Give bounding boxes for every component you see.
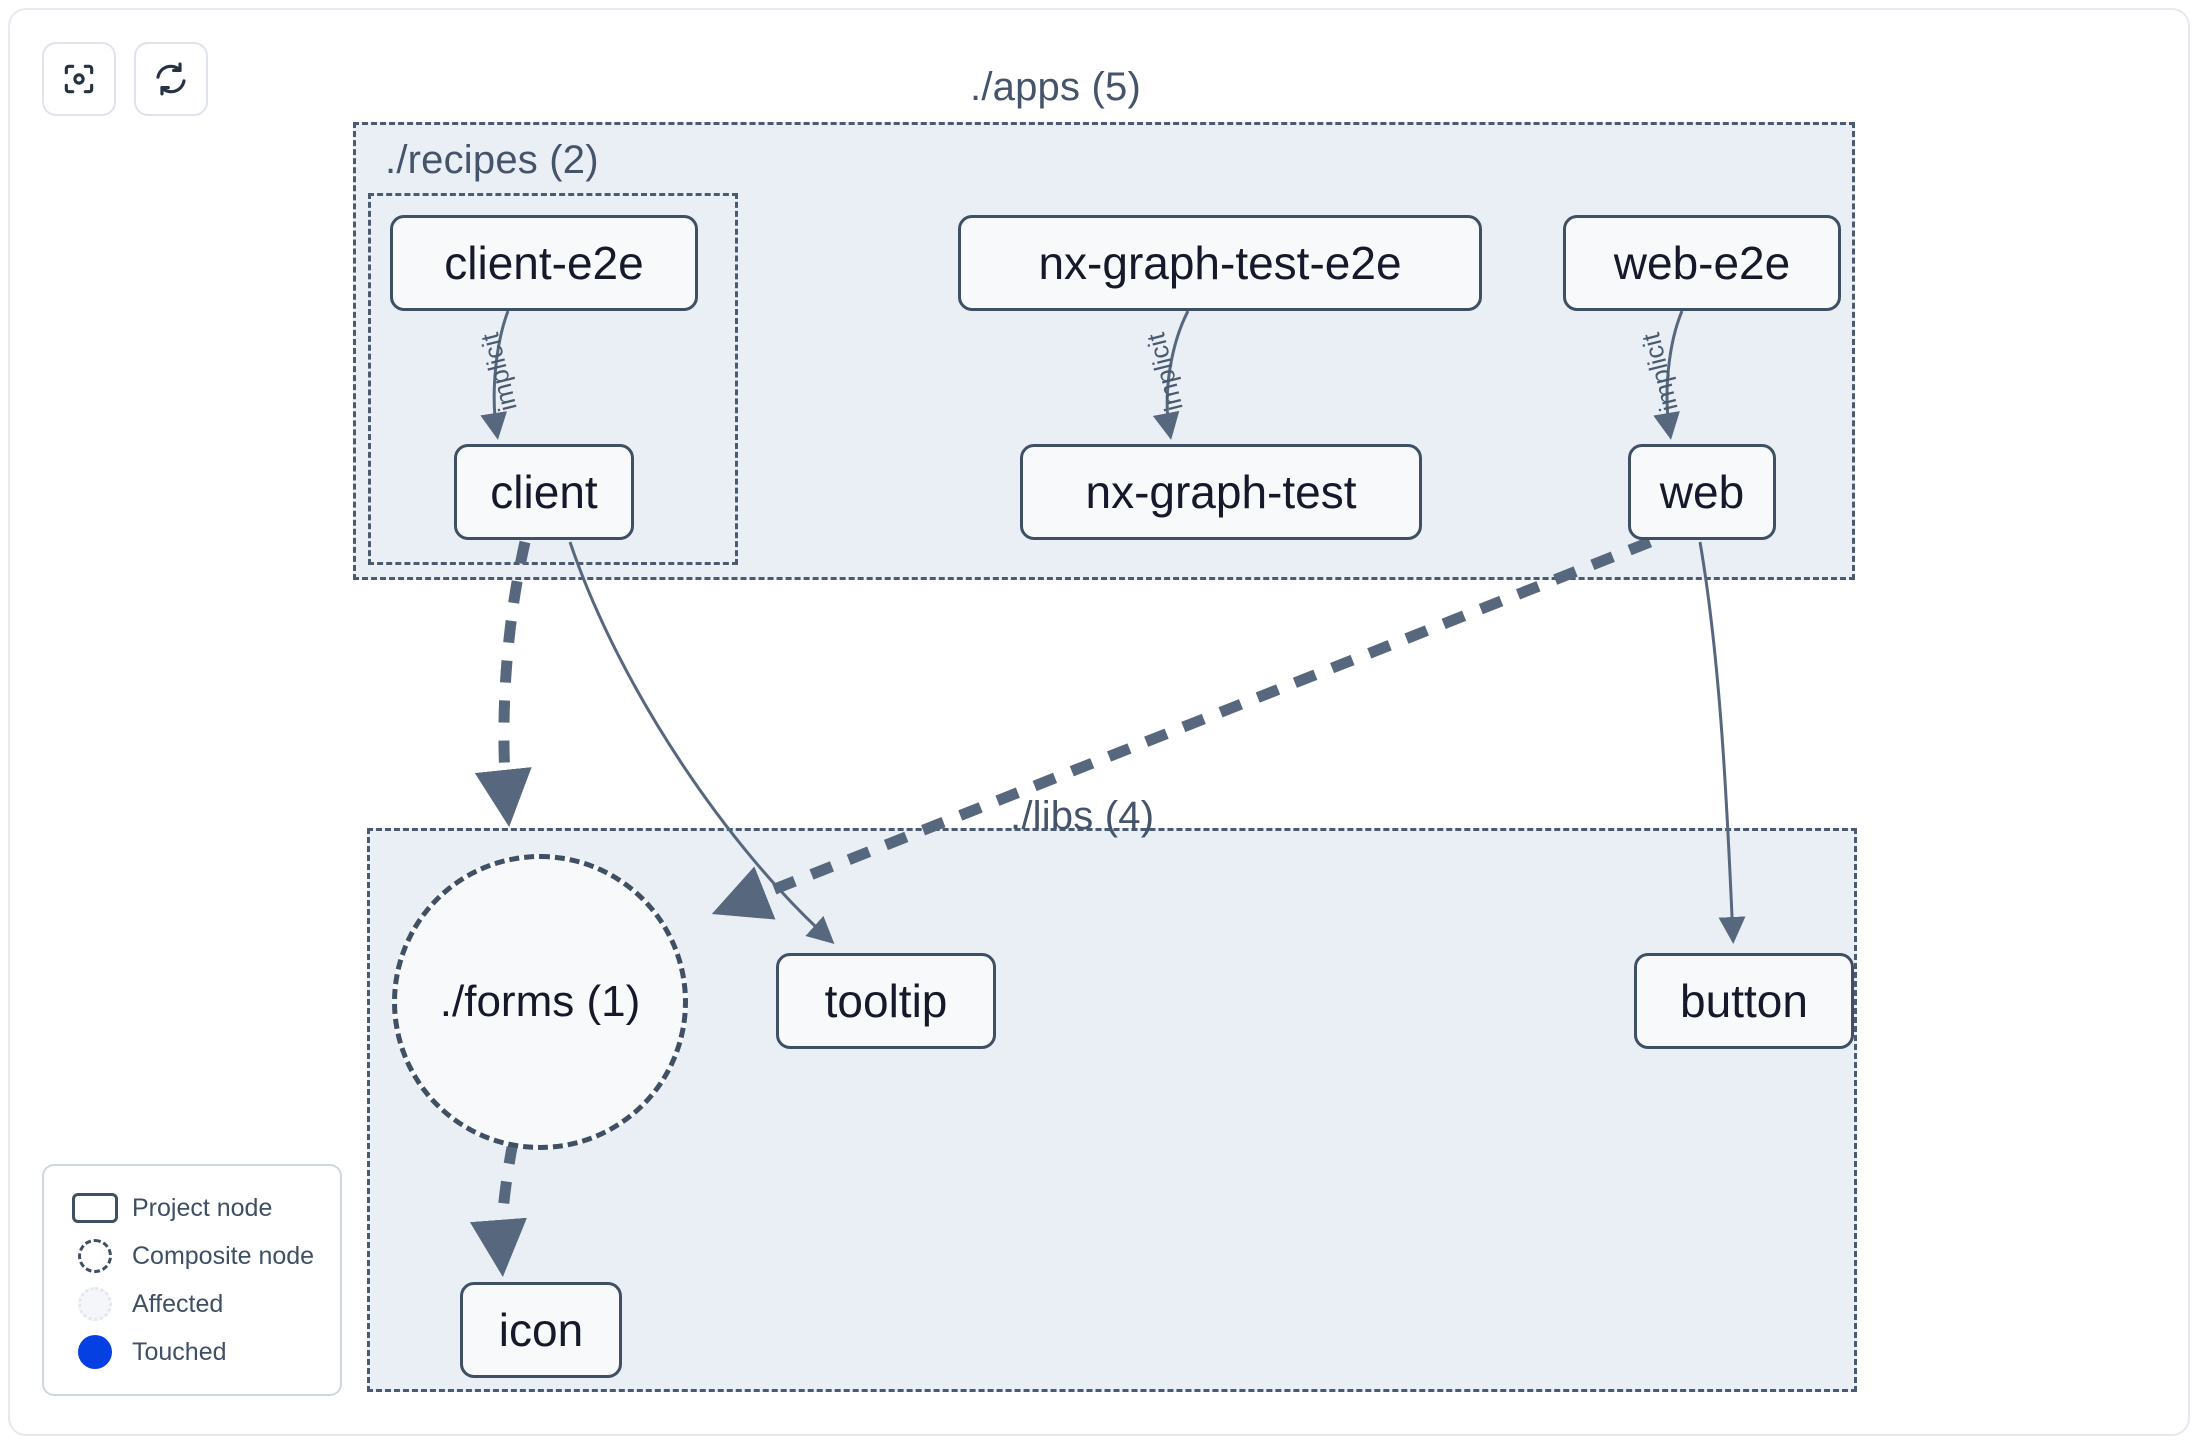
- project-node-web-e2e[interactable]: web-e2e: [1563, 215, 1841, 311]
- legend-item-project-node: Project node: [64, 1184, 320, 1232]
- project-node-icon[interactable]: icon: [460, 1282, 622, 1378]
- project-graph-canvas[interactable]: ./apps (5) ./recipes (2) ./libs (4): [10, 10, 2188, 1434]
- project-node-nx-graph-test-e2e[interactable]: nx-graph-test-e2e: [958, 215, 1482, 311]
- project-node-label: web: [1659, 466, 1745, 518]
- legend-item-touched: Touched: [64, 1328, 320, 1376]
- group-label-apps: ./apps (5): [970, 65, 1141, 109]
- project-node-client-e2e[interactable]: client-e2e: [390, 215, 698, 311]
- project-node-nx-graph-test[interactable]: nx-graph-test: [1020, 444, 1422, 540]
- graph-toolbar: [42, 42, 208, 116]
- refresh-icon: [152, 60, 190, 98]
- project-node-label: nx-graph-test: [1085, 466, 1357, 518]
- project-node-client[interactable]: client: [454, 444, 634, 540]
- project-node-label: nx-graph-test-e2e: [1038, 237, 1402, 289]
- touched-swatch: [64, 1335, 126, 1369]
- graph-legend: Project node Composite node Affected Tou…: [42, 1164, 342, 1396]
- legend-item-affected: Affected: [64, 1280, 320, 1328]
- project-node-label: tooltip: [824, 975, 948, 1027]
- composite-node-swatch: [64, 1239, 126, 1273]
- project-node-web[interactable]: web: [1628, 444, 1776, 540]
- project-node-button[interactable]: button: [1634, 953, 1854, 1049]
- group-label-recipes: ./recipes (2): [385, 138, 599, 182]
- affected-swatch: [64, 1287, 126, 1321]
- project-node-tooltip[interactable]: tooltip: [776, 953, 996, 1049]
- focus-target-icon: [60, 60, 98, 98]
- composite-node-label: ./forms (1): [439, 977, 641, 1026]
- focus-graph-button[interactable]: [42, 42, 116, 116]
- refresh-graph-button[interactable]: [134, 42, 208, 116]
- project-node-label: web-e2e: [1613, 237, 1791, 289]
- project-node-label: button: [1680, 975, 1808, 1027]
- project-node-label: client-e2e: [444, 237, 644, 289]
- project-node-label: icon: [498, 1304, 584, 1356]
- legend-label: Affected: [132, 1289, 224, 1318]
- project-node-label: client: [490, 466, 598, 518]
- edge-client-to-forms: [474, 540, 532, 827]
- graph-card: ./apps (5) ./recipes (2) ./libs (4): [8, 8, 2190, 1436]
- legend-item-composite-node: Composite node: [64, 1232, 320, 1280]
- legend-label: Project node: [132, 1193, 273, 1222]
- legend-label: Composite node: [132, 1241, 315, 1270]
- project-node-swatch: [64, 1193, 126, 1223]
- legend-label: Touched: [132, 1337, 227, 1366]
- composite-node-forms[interactable]: ./forms (1): [392, 854, 688, 1150]
- group-label-libs: ./libs (4): [1010, 794, 1155, 838]
